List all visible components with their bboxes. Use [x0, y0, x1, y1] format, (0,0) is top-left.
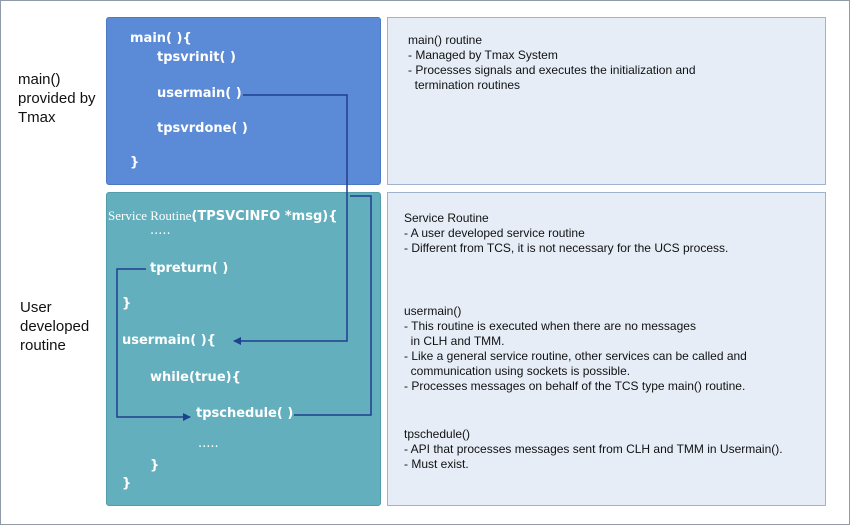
- code-tpsvrinit: tpsvrinit( ): [157, 50, 236, 65]
- code-usermain-def: usermain( ){: [122, 333, 216, 348]
- tpschedule-to-tpreturn-arrow: [294, 195, 372, 416]
- note-line: - Managed by Tmax System: [408, 48, 558, 62]
- note-line: - This routine is executed when there ar…: [404, 319, 696, 333]
- code-usermain-call: usermain( ): [157, 86, 242, 101]
- label-line: provided by: [18, 90, 96, 107]
- note-line: - Must exist.: [404, 457, 469, 471]
- note-line: - Processes signals and executes the ini…: [408, 63, 696, 77]
- service-routine-prefix: Service Routine: [108, 208, 192, 223]
- note-service-block: Service Routine - A user developed servi…: [404, 211, 728, 256]
- code-tpsvrdone: tpsvrdone( ): [157, 121, 248, 136]
- user-code-panel: [106, 192, 381, 506]
- note-main-block: main() routine - Managed by Tmax System …: [408, 33, 696, 93]
- code-service-close: }: [122, 296, 132, 311]
- code-service-routine-signature: Service Routine(TPSVCINFO *msg){: [108, 207, 337, 225]
- label-line: developed: [20, 318, 90, 335]
- code-while: while(true){: [150, 370, 241, 385]
- note-line: in CLH and TMM.: [404, 334, 505, 348]
- code-main-open: main( ){: [130, 31, 192, 46]
- label-line: main(): [18, 71, 61, 88]
- label-line: routine: [20, 337, 66, 354]
- note-line: - A user developed service routine: [404, 226, 585, 240]
- code-while-close: }: [150, 458, 160, 473]
- note-line: - API that processes messages sent from …: [404, 442, 783, 456]
- note-line: - Like a general service routine, other …: [404, 349, 747, 363]
- label-user-developed-routine: User developed routine: [20, 298, 89, 355]
- note-usermain-block: usermain() - This routine is executed wh…: [404, 304, 747, 394]
- note-line: - Processes messages on behalf of the TC…: [404, 379, 746, 393]
- note-line: communication using sockets is possible.: [404, 364, 631, 378]
- tmax-main-code-panel: [106, 17, 381, 185]
- note-line: termination routines: [408, 78, 521, 92]
- label-main-provided-by-tmax: main() provided by Tmax: [18, 70, 96, 127]
- code-tpreturn: tpreturn( ): [150, 261, 229, 276]
- note-title: Service Routine: [404, 211, 489, 225]
- note-line: - Different from TCS, it is not necessar…: [404, 241, 729, 255]
- label-line: User: [20, 299, 52, 316]
- note-tpschedule-block: tpschedule() - API that processes messag…: [404, 427, 783, 472]
- service-routine-params: (TPSVCINFO *msg){: [191, 209, 338, 224]
- code-tpschedule: tpschedule( ): [196, 406, 294, 421]
- code-main-close: }: [130, 155, 140, 170]
- note-user-routines: [387, 192, 826, 506]
- note-main-routine: [387, 17, 826, 185]
- label-line: Tmax: [18, 109, 56, 126]
- code-usermain-close: }: [122, 476, 132, 491]
- code-dots-1: .....: [150, 223, 171, 238]
- usermain-call-arrow: [233, 94, 348, 345]
- note-title: usermain(): [404, 304, 462, 318]
- tpreturn-loop-arrow: [116, 268, 191, 421]
- code-dots-2: .....: [198, 436, 219, 451]
- note-title: main() routine: [408, 33, 483, 47]
- note-title: tpschedule(): [404, 427, 471, 441]
